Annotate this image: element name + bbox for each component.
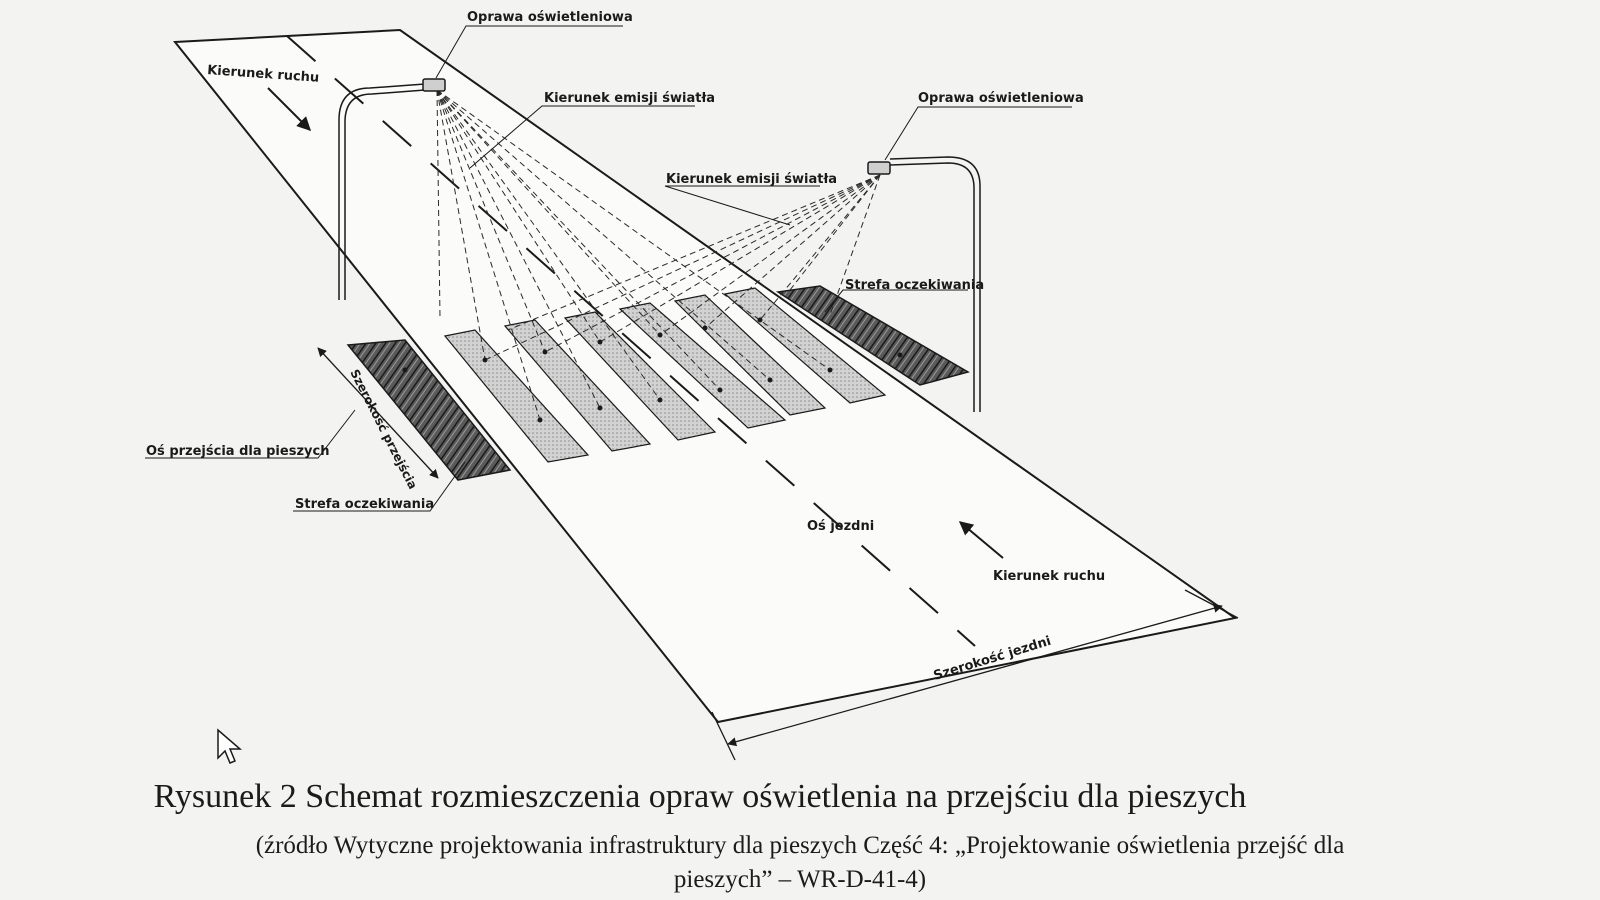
label-waiting-zone-right: Strefa oczekiwania	[845, 278, 984, 293]
light-pole-right	[867, 156, 981, 412]
figure-caption-source: (źródło Wytyczne projektowania infrastru…	[255, 832, 1345, 859]
label-luminaire-top: Oprawa oświetleniowa	[467, 10, 633, 25]
light-pole-left	[338, 78, 446, 300]
measurement-points	[402, 317, 903, 423]
zebra-stripe	[503, 319, 652, 452]
light-rays-right	[484, 174, 881, 361]
zebra-stripe	[723, 287, 887, 404]
label-light-direction-right: Kierunek emisji światła	[666, 172, 837, 187]
traffic-direction-arrow-bottom	[958, 521, 1004, 559]
label-waiting-zone-left: Strefa oczekiwania	[295, 497, 434, 512]
zebra-stripe	[563, 311, 717, 441]
light-rays-left	[436, 89, 831, 421]
zebra-stripe	[673, 294, 827, 416]
zebra-stripe	[443, 329, 590, 463]
leader-lines	[145, 25, 1072, 512]
traffic-direction-arrow-top	[267, 87, 311, 131]
label-luminaire-right: Oprawa oświetleniowa	[918, 91, 1084, 106]
label-light-direction-left: Kierunek emisji światła	[544, 91, 715, 106]
mouse-cursor-icon	[217, 728, 243, 764]
figure-caption-source-continued: pieszych” – WR-D-41-4)	[673, 866, 927, 893]
label-road-axis: Oś jezdni	[807, 519, 874, 534]
road-axis-line	[286, 35, 976, 647]
label-crossing-axis: Oś przejścia dla pieszych	[146, 444, 329, 459]
pedestrian-crossing-lighting-diagram: Oprawa oświetleniowa Kierunek ruchu Kier…	[145, 10, 1239, 761]
label-traffic-direction-bottom: Kierunek ruchu	[993, 569, 1105, 584]
crossing-width-dimension	[317, 347, 439, 479]
zebra-crossing	[443, 287, 887, 463]
road-width-dimension	[711, 589, 1239, 761]
figure-caption-title: Rysunek 2 Schemat rozmieszczenia opraw o…	[153, 778, 1247, 815]
